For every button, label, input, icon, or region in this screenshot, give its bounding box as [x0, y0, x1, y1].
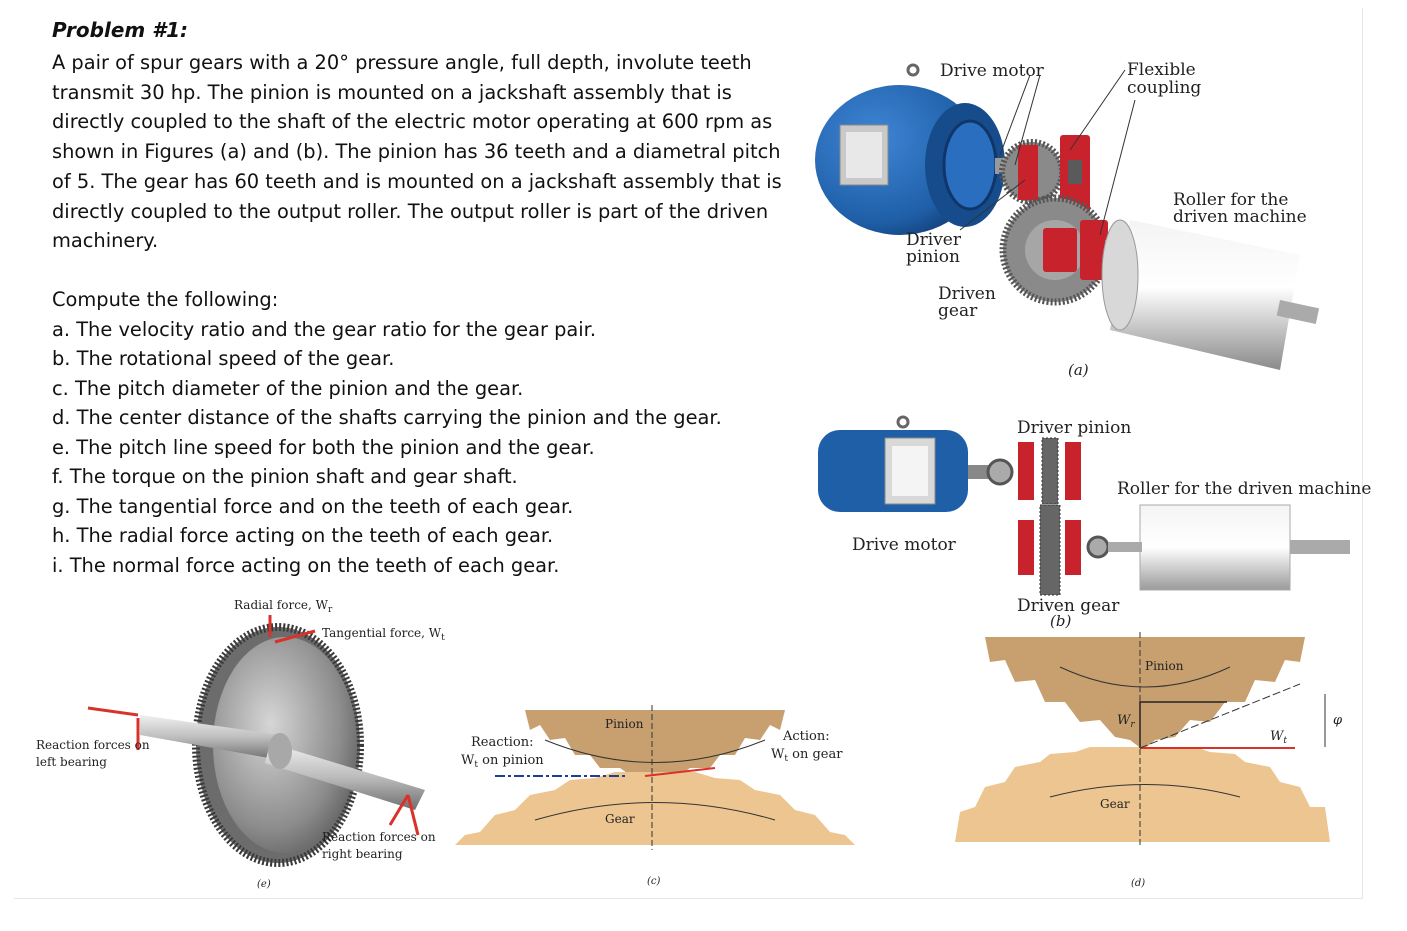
label-flexible-coupling-2: coupling — [1127, 78, 1201, 98]
gear-d-illustration — [955, 747, 1330, 842]
driven-gear-illustration — [999, 194, 1123, 306]
label-gear-d: Gear — [1100, 797, 1130, 811]
drive-motor-illustration — [815, 63, 1025, 235]
compute-item-f: f. The torque on the pinion shaft and ge… — [52, 465, 518, 488]
label-flexible-coupling-1: Flexible — [1127, 60, 1196, 80]
compute-list: Compute the following: a. The velocity r… — [52, 285, 797, 580]
problem-statement: A pair of spur gears with a 20° pressure… — [52, 51, 782, 253]
label-wt-d: Wt — [1270, 729, 1287, 746]
caption-e: (e) — [257, 879, 271, 890]
label-drive-motor-a: Drive motor — [940, 61, 1045, 81]
label-phi-d: φ — [1333, 713, 1343, 728]
compute-item-i: i. The normal force acting on the teeth … — [52, 553, 560, 577]
label-pinion-c: Pinion — [605, 717, 644, 731]
label-driver-pinion-a-2: pinion — [906, 247, 960, 267]
label-driven-gear-a-1: Driven — [938, 284, 996, 304]
shaft-e-illustration — [140, 715, 425, 810]
label-action-1: Action: — [782, 729, 830, 744]
label-drive-motor-b: Drive motor — [852, 535, 957, 555]
action-line-c — [644, 767, 716, 777]
label-driven-gear-a-2: gear — [938, 301, 978, 321]
force-arrows-e — [87, 615, 420, 836]
label-tangential-force: Tangential force, Wt — [322, 626, 445, 643]
wr-arrow-d — [1139, 701, 1227, 748]
label-right-bearing-1: Reaction forces on — [322, 830, 436, 844]
figure-a-leaders — [959, 69, 1136, 236]
label-roller-b: Roller for the driven machine — [1117, 479, 1371, 499]
pressure-line-d — [1139, 683, 1301, 749]
caption-d: (d) — [1131, 878, 1145, 889]
problem-title: Problem #1: — [52, 18, 189, 42]
caption-c: (c) — [647, 876, 661, 887]
figure-d: Pinion Gear Wr Wt φ (d) — [955, 632, 1343, 889]
label-gear-c: Gear — [605, 812, 635, 826]
label-driver-pinion-b: Driver pinion — [1017, 418, 1131, 438]
compute-item-b: b. The rotational speed of the gear. — [52, 347, 395, 370]
label-pinion-d: Pinion — [1145, 659, 1184, 673]
compute-item-a: a. The velocity ratio and the gear ratio… — [52, 317, 597, 341]
label-left-bearing-2: left bearing — [36, 755, 107, 769]
gear-c-illustration — [455, 772, 855, 845]
figure-b: Driver pinion Roller for the driven mach… — [818, 415, 1371, 630]
figure-e: Radial force, Wr Tangential force, Wt Re… — [36, 598, 445, 890]
label-wr-d: Wr — [1117, 713, 1135, 730]
drive-motor-b-illustration — [818, 415, 996, 512]
pinion-b-illustration — [986, 437, 1081, 505]
compute-item-d: d. The center distance of the shafts car… — [52, 406, 722, 429]
figure-c: Pinion Gear Reaction: Wt on pinion Actio… — [455, 705, 855, 887]
label-reaction-1: Reaction: — [471, 735, 533, 750]
label-action-2: Wt on gear — [771, 747, 843, 764]
roller-illustration — [1101, 219, 1320, 370]
compute-item-h: h. The radial force acting on the teeth … — [52, 524, 554, 547]
compute-item-c: c. The pitch diameter of the pinion and … — [52, 376, 524, 400]
pinion-d-illustration — [985, 637, 1305, 750]
label-roller-a-1: Roller for the — [1173, 190, 1288, 210]
label-right-bearing-2: right bearing — [322, 847, 403, 861]
label-driven-gear-b: Driven gear — [1017, 596, 1120, 616]
gear-b-illustration — [1018, 504, 1110, 596]
label-reaction-2: Wt on pinion — [461, 753, 544, 770]
label-roller-a-2: driven machine — [1173, 207, 1307, 227]
label-radial-force: Radial force, Wr — [234, 598, 333, 615]
label-left-bearing-1: Reaction forces on — [36, 738, 150, 752]
compute-heading: Compute the following: — [52, 288, 279, 311]
problem-sheet — [14, 8, 1363, 899]
pinion-c-illustration — [525, 710, 785, 775]
roller-b-illustration — [1108, 504, 1350, 591]
caption-b: (b) — [1050, 612, 1071, 630]
figure-a: Drive motor Flexible coupling Roller for… — [815, 60, 1320, 379]
caption-a: (a) — [1068, 361, 1089, 379]
label-driver-pinion-a-1: Driver — [906, 230, 962, 250]
compute-item-e: e. The pitch line speed for both the pin… — [52, 435, 595, 459]
compute-item-g: g. The tangential force and on the teeth… — [52, 494, 574, 518]
driver-pinion-illustration — [999, 135, 1090, 215]
